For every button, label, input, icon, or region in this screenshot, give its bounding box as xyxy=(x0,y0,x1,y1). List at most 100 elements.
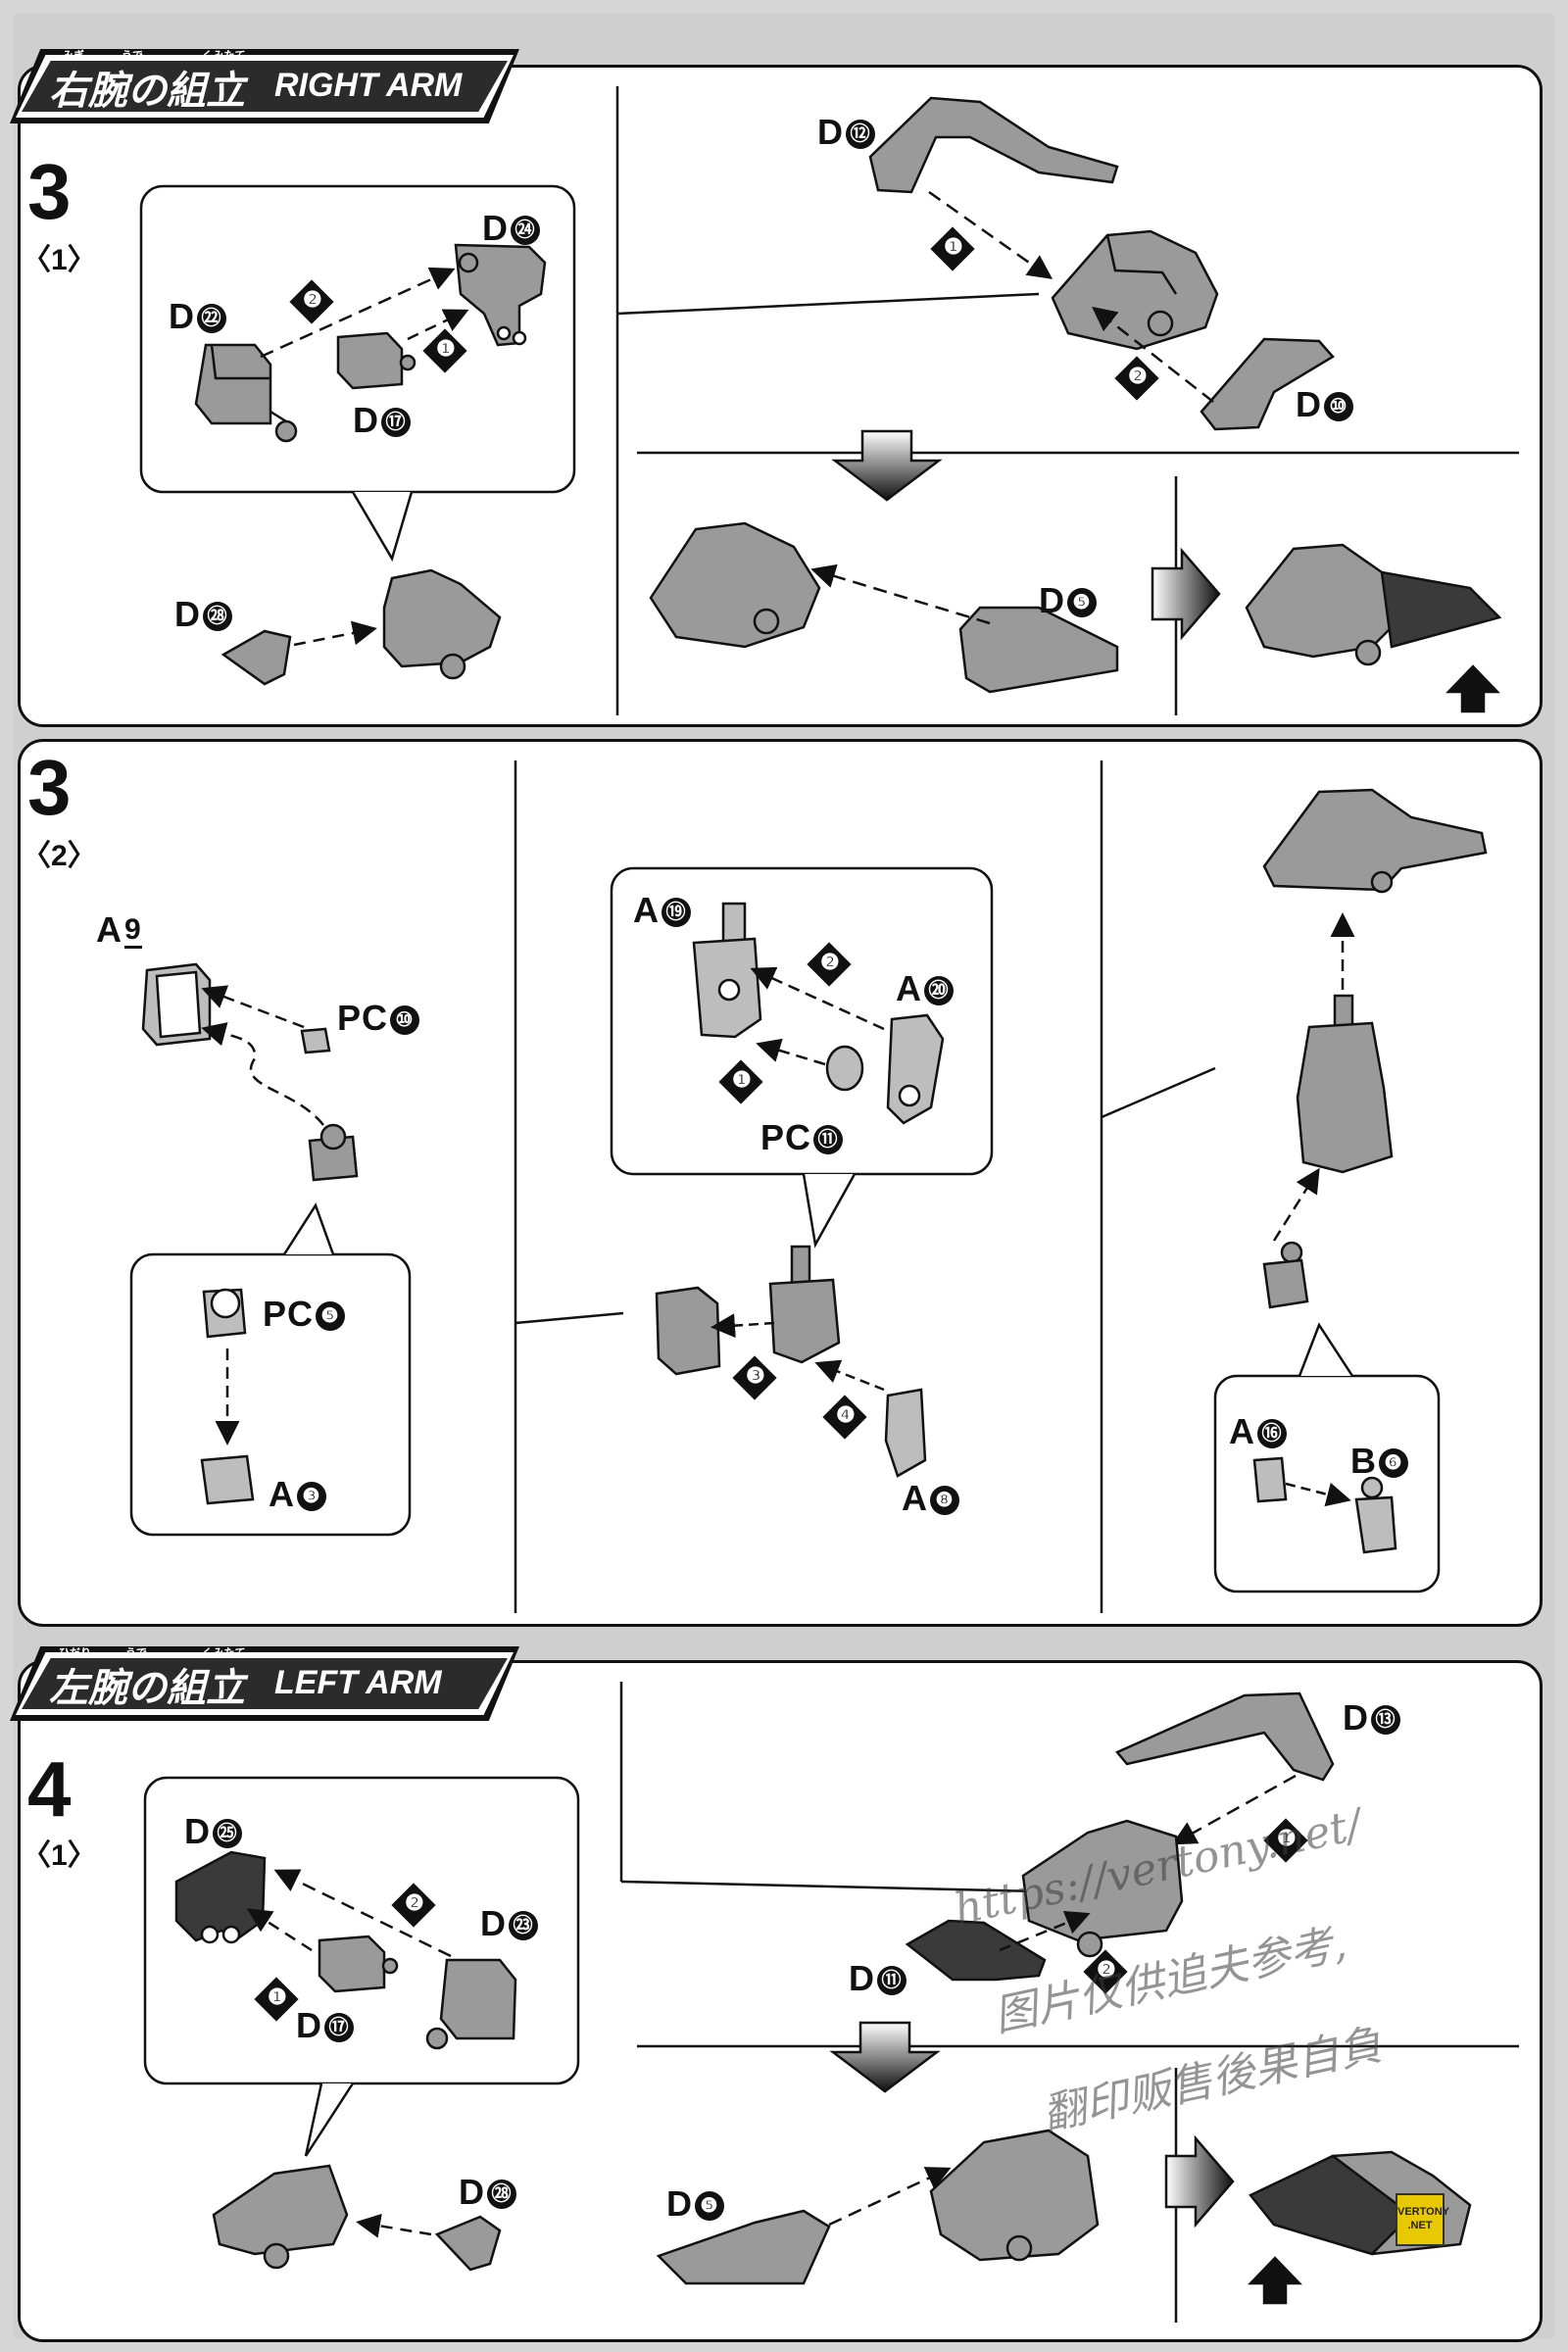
callout-pointer xyxy=(351,491,414,563)
part-assembled xyxy=(212,2164,349,2270)
step-sub-number: 〈1〉 xyxy=(22,1839,97,1872)
ruby-2: うで xyxy=(125,1646,147,1659)
down-arrow xyxy=(831,429,943,502)
up-arrow xyxy=(1248,2256,1302,2305)
right-arm-header: みぎ うで くみたて 右腕の組立 RIGHT ARM xyxy=(10,49,539,123)
up-arrow xyxy=(1446,664,1500,713)
assembly-arrow xyxy=(1285,1482,1351,1507)
assembly-arrow xyxy=(810,564,991,625)
order-marker-label: ❷ xyxy=(405,1890,424,1915)
assembly-arrow xyxy=(750,966,885,1031)
step-number: 3 xyxy=(27,744,72,831)
part-arm-assembled xyxy=(649,521,821,649)
part-d10 xyxy=(1200,337,1335,431)
right-arrow xyxy=(1151,547,1221,641)
part-d17 xyxy=(336,331,416,390)
ruby-3: くみたて xyxy=(202,1646,246,1659)
part-pc10 xyxy=(300,1027,331,1054)
order-marker-label: ❶ xyxy=(732,1067,752,1092)
ruby-2: うで xyxy=(122,49,143,62)
part-d25 xyxy=(174,1850,267,1944)
assembly-arrow xyxy=(814,1359,885,1392)
divider xyxy=(1101,1066,1216,1119)
part-forearm-shell xyxy=(1262,788,1488,894)
assembly-arrow xyxy=(293,620,377,647)
part-assembled xyxy=(382,568,502,680)
part-a3 xyxy=(200,1454,255,1505)
right-arrow xyxy=(1164,2134,1235,2229)
part-d28 xyxy=(434,2215,502,2272)
assembly-arrow xyxy=(201,985,305,1029)
part-d22 xyxy=(194,343,298,443)
order-marker-label: ❸ xyxy=(746,1363,765,1388)
assembly-arrow xyxy=(928,190,1054,279)
part-joint-block xyxy=(308,1123,359,1182)
ruby-1: ひだり xyxy=(59,1646,91,1659)
part-d11 xyxy=(905,1919,1047,1982)
divider xyxy=(514,1311,624,1325)
part-arm-core xyxy=(1021,1819,1184,1958)
part-forearm-inner xyxy=(1296,994,1394,1174)
header-japanese: 左腕の組立 xyxy=(49,1666,245,1711)
order-marker-label: ❶ xyxy=(944,234,963,259)
order-marker-label: ❷ xyxy=(1128,364,1148,388)
divider xyxy=(620,1880,1040,1893)
part-pc11 xyxy=(825,1045,864,1092)
ruby-3: くみたて xyxy=(202,49,246,62)
part-arm-complete xyxy=(1245,543,1502,666)
assembly-arrow xyxy=(273,1869,452,1958)
assembly-arrow xyxy=(260,267,456,359)
step-number: 3 xyxy=(27,148,72,235)
part-arm-core xyxy=(1051,229,1219,351)
step-sub-number: 〈1〉 xyxy=(22,244,97,276)
part-hand-joint xyxy=(1262,1241,1309,1309)
part-upper-arm xyxy=(655,1245,927,1478)
part-d28 xyxy=(220,629,292,686)
assembly-arrow xyxy=(1171,1774,1297,1845)
part-arm-assembled xyxy=(929,2129,1100,2262)
order-marker-label: ❶ xyxy=(436,336,456,361)
part-d12 xyxy=(868,96,1119,194)
order-marker-label: ❷ xyxy=(1097,1957,1116,1982)
order-marker-label: ❶ xyxy=(268,1984,287,2009)
header-english: RIGHT ARM xyxy=(274,67,463,104)
part-a19 xyxy=(692,902,762,1039)
badge-line-2: .NET xyxy=(1407,2220,1433,2231)
vertony-badge: VERTONY.NET xyxy=(1396,2193,1449,2246)
part-a20 xyxy=(886,1013,945,1125)
part-a16 xyxy=(1252,1456,1288,1503)
callout-box xyxy=(1213,1374,1441,1593)
divider xyxy=(616,292,1040,316)
part-d5 xyxy=(656,2209,831,2285)
callout-pointer xyxy=(304,2082,355,2157)
part-a9 xyxy=(141,962,212,1047)
label-a9: A9 xyxy=(96,909,142,950)
part-d23 xyxy=(425,1958,517,2050)
ruby-1: みぎ xyxy=(63,49,84,62)
assembly-arrow xyxy=(1272,1167,1320,1242)
callout-pointer xyxy=(802,1173,857,1249)
step-number: 4 xyxy=(27,1745,72,1833)
assembly-arrow xyxy=(999,1911,1091,1952)
